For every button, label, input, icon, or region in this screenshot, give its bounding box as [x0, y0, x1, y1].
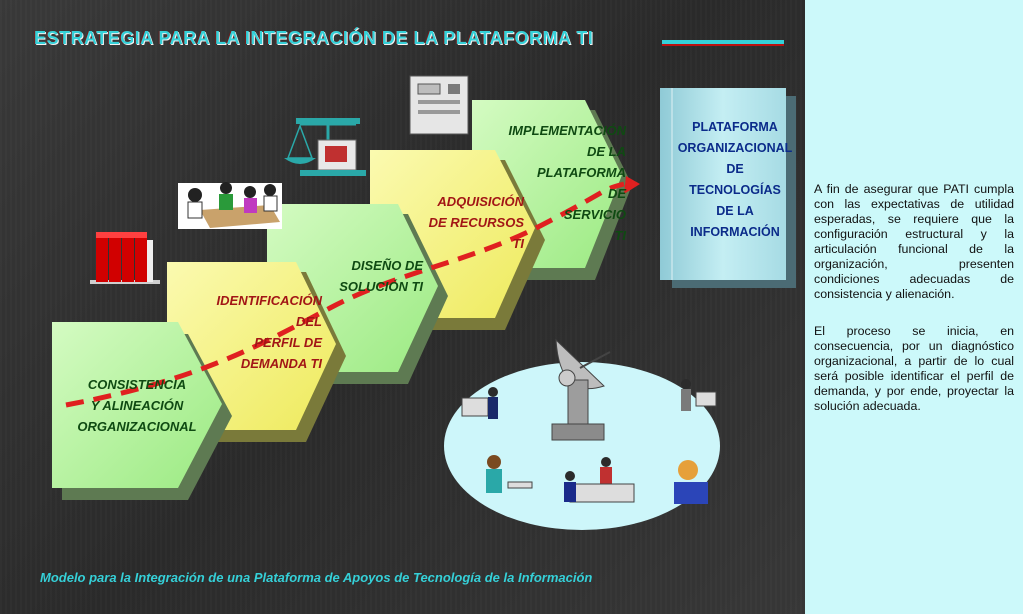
page-title: ESTRATEGIA PARA LA INTEGRACIÓN DE LA PLA…	[34, 28, 594, 48]
platform-line: INFORMACIÓN	[690, 225, 780, 239]
step-implementacion-label: IMPLEMENTACIÓN DE LA PLATAFORMA DE SERVI…	[476, 120, 626, 246]
title-underline	[662, 40, 784, 46]
paragraph-process: El proceso se inicia, en consecuencia, p…	[814, 324, 1014, 413]
side-panel	[805, 0, 1023, 614]
step-line: PERFIL DE	[254, 335, 322, 350]
platform-label: PLATAFORMA ORGANIZACIONAL DE TECNOLOGÍAS…	[660, 117, 805, 243]
scale-computer-icon	[284, 118, 366, 176]
step-line: SERVICIO	[563, 207, 626, 222]
platform-line: PLATAFORMA	[692, 120, 778, 134]
step-line: DISEÑO DE	[351, 258, 423, 273]
step-identificacion-label: IDENTIFICACIÓN DEL PERFIL DE DEMANDA TI	[172, 290, 322, 374]
step-line: DEMANDA TI	[240, 356, 322, 371]
step-line: DEL	[296, 314, 322, 329]
progress-arrow	[65, 181, 625, 408]
workstation-people-icon	[461, 379, 717, 504]
server-computer-icon	[409, 75, 469, 135]
step-line: DE LA	[587, 144, 626, 159]
step-line: PLATAFORMA	[536, 165, 626, 180]
footer-caption: Modelo para la Integración de una Plataf…	[40, 570, 593, 585]
step-line: TI	[614, 228, 626, 243]
step-consistencia-label: CONSISTENCIA Y ALINEACIÓN ORGANIZACIONAL	[66, 374, 208, 437]
step-line: DE RECURSOS	[428, 215, 524, 230]
slide-background: ESTRATEGIA PARA LA INTEGRACIÓN DE LA PLA…	[0, 0, 805, 614]
step-diseno-label: DISEÑO DE SOLUCIÓN TI	[300, 255, 423, 297]
binders-icon	[90, 232, 160, 284]
platform-box	[660, 88, 796, 288]
step-line: Y ALINEACIÓN	[90, 398, 184, 413]
step-line: SOLUCIÓN TI	[339, 279, 423, 294]
step-line: TI	[512, 236, 524, 251]
step-line: DE	[607, 186, 626, 201]
arrow-head	[624, 176, 640, 194]
strategy-diagram	[52, 75, 796, 530]
step-adquisicion-label: ADQUISICIÓN DE RECURSOS TI	[400, 191, 524, 254]
satellite-dish-icon	[551, 338, 611, 441]
step-line: IMPLEMENTACIÓN	[508, 123, 626, 138]
step-line: ORGANIZACIONAL	[77, 419, 197, 434]
platform-line: DE	[726, 162, 744, 176]
meeting-people-icon	[178, 182, 282, 229]
step-line: ADQUISICIÓN	[437, 194, 524, 209]
paragraph-intro: A fin de asegurar que PATI cumpla con la…	[814, 182, 1014, 301]
platform-line: TECNOLOGÍAS	[689, 183, 781, 197]
platform-line: DE LA	[716, 204, 754, 218]
platform-line: ORGANIZACIONAL	[677, 141, 793, 155]
step-line: CONSISTENCIA	[87, 377, 187, 392]
step-line: IDENTIFICACIÓN	[216, 293, 322, 308]
